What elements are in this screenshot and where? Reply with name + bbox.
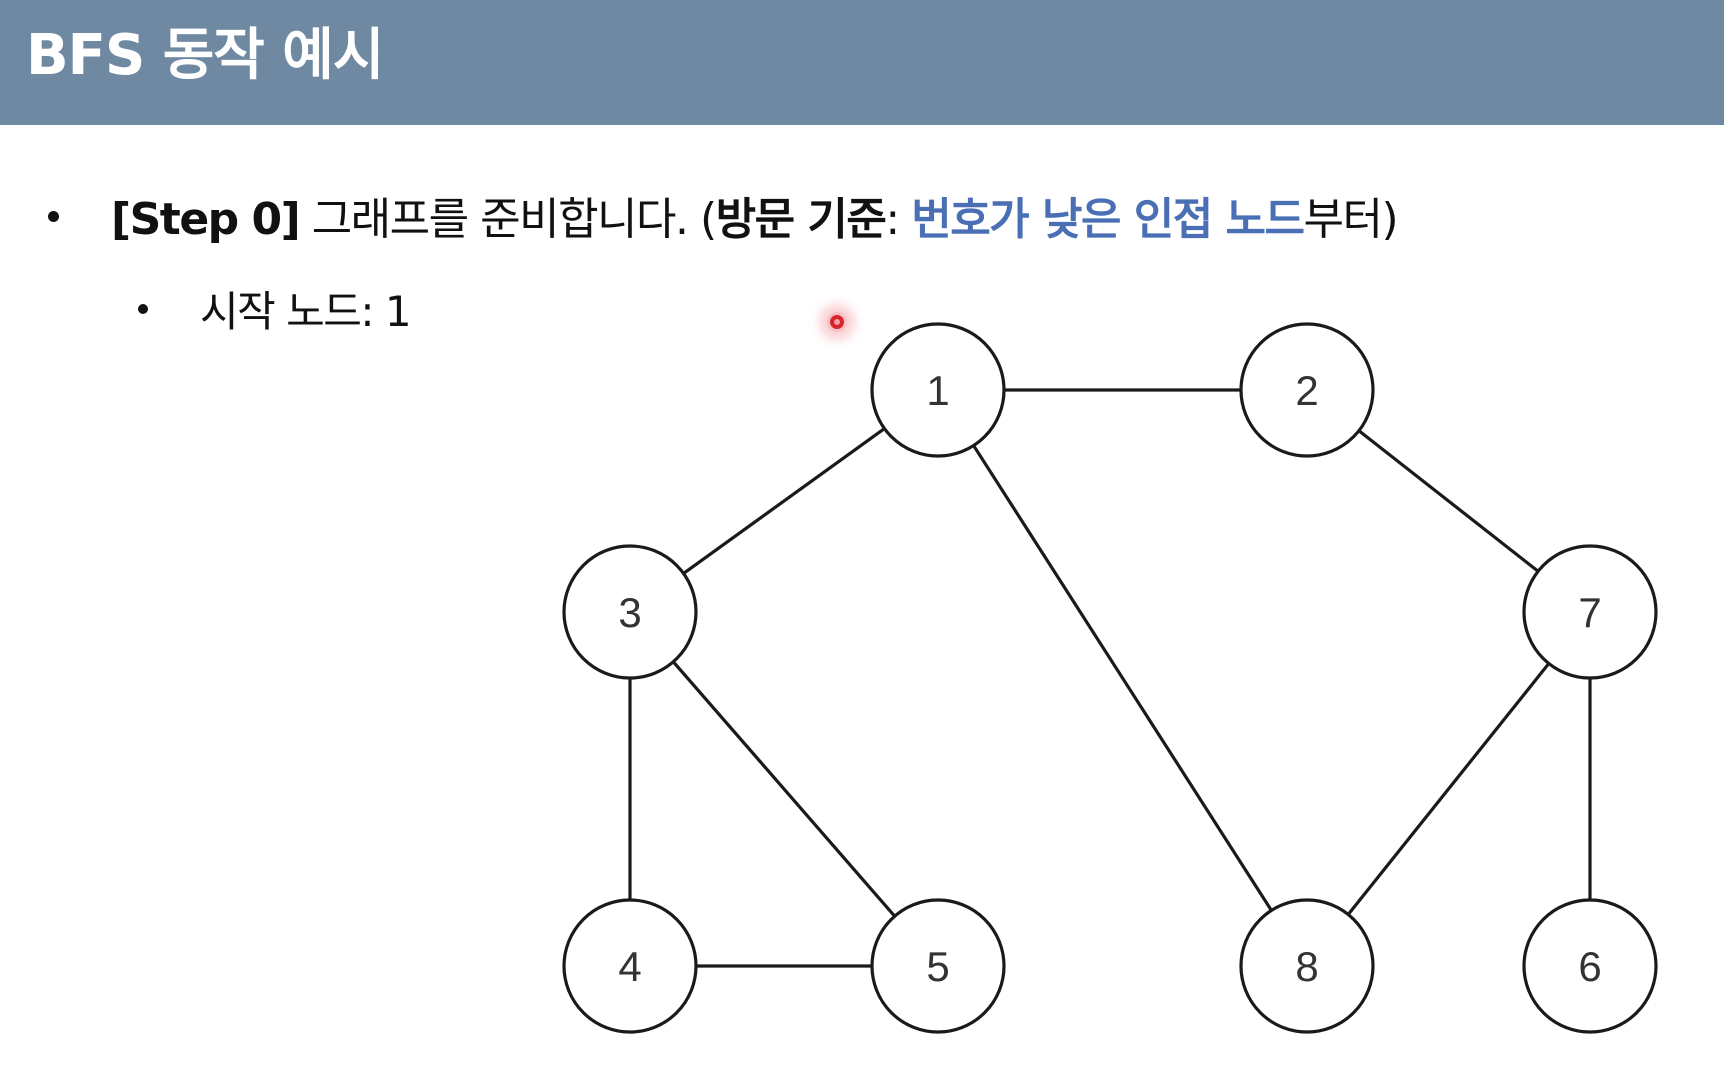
node-circle [562,544,698,680]
criteria-suffix: 부터) [1303,194,1399,245]
pointer-cursor-icon [827,312,847,332]
edge-7-8 [1346,662,1551,916]
step-description: 그래프를 준비합니다. ( [299,194,717,245]
node-circle [1522,544,1658,680]
graph-node-1: 1 [870,322,1006,458]
criteria-label: 방문 기준 [715,194,887,245]
graph-node-3: 3 [562,544,698,680]
edge-1-3 [682,427,886,575]
graph-node-8: 8 [1239,898,1375,1034]
edge-2-7 [1357,429,1540,573]
graph-node-2: 2 [1239,322,1375,458]
graph-node-5: 5 [870,898,1006,1034]
node-circle [1522,898,1658,1034]
start-node-text: 시작 노드: 1 [200,287,412,336]
bullet-dot-icon [48,210,59,222]
node-label: 6 [1578,943,1601,990]
node-circle [1239,898,1375,1034]
node-label: 4 [618,943,641,990]
node-circle [562,898,698,1034]
graph-nodes: 1 2 3 7 4 5 8 6 [562,322,1658,1034]
node-circle [1239,322,1375,458]
criteria-value: 번호가 낮은 인접 노드 [911,194,1305,245]
node-label: 7 [1578,589,1601,636]
bullet-start-node: 시작 노드: 1 [138,282,412,342]
criteria-colon: : [885,194,912,245]
step-label: [Step 0] [111,194,301,245]
graph-edges [628,388,1592,968]
node-circle [870,898,1006,1034]
edge-3-5 [672,660,896,918]
edge-1-8 [972,444,1273,912]
slide-title: BFS 동작 예시 [26,23,384,88]
node-label: 8 [1295,943,1318,990]
node-circle [870,322,1006,458]
node-label: 3 [618,589,641,636]
node-label: 5 [926,943,949,990]
graph-node-4: 4 [562,898,698,1034]
node-label: 1 [926,367,949,414]
node-label: 2 [1295,367,1318,414]
bullet-dot-icon [138,303,148,314]
graph-node-6: 6 [1522,898,1658,1034]
graph-node-7: 7 [1522,544,1658,680]
bullet-step-0: [Step 0] 그래프를 준비합니다. (방문 기준: 번호가 낮은 인접 노… [48,190,1399,250]
slide-header: BFS 동작 예시 [0,0,1724,125]
